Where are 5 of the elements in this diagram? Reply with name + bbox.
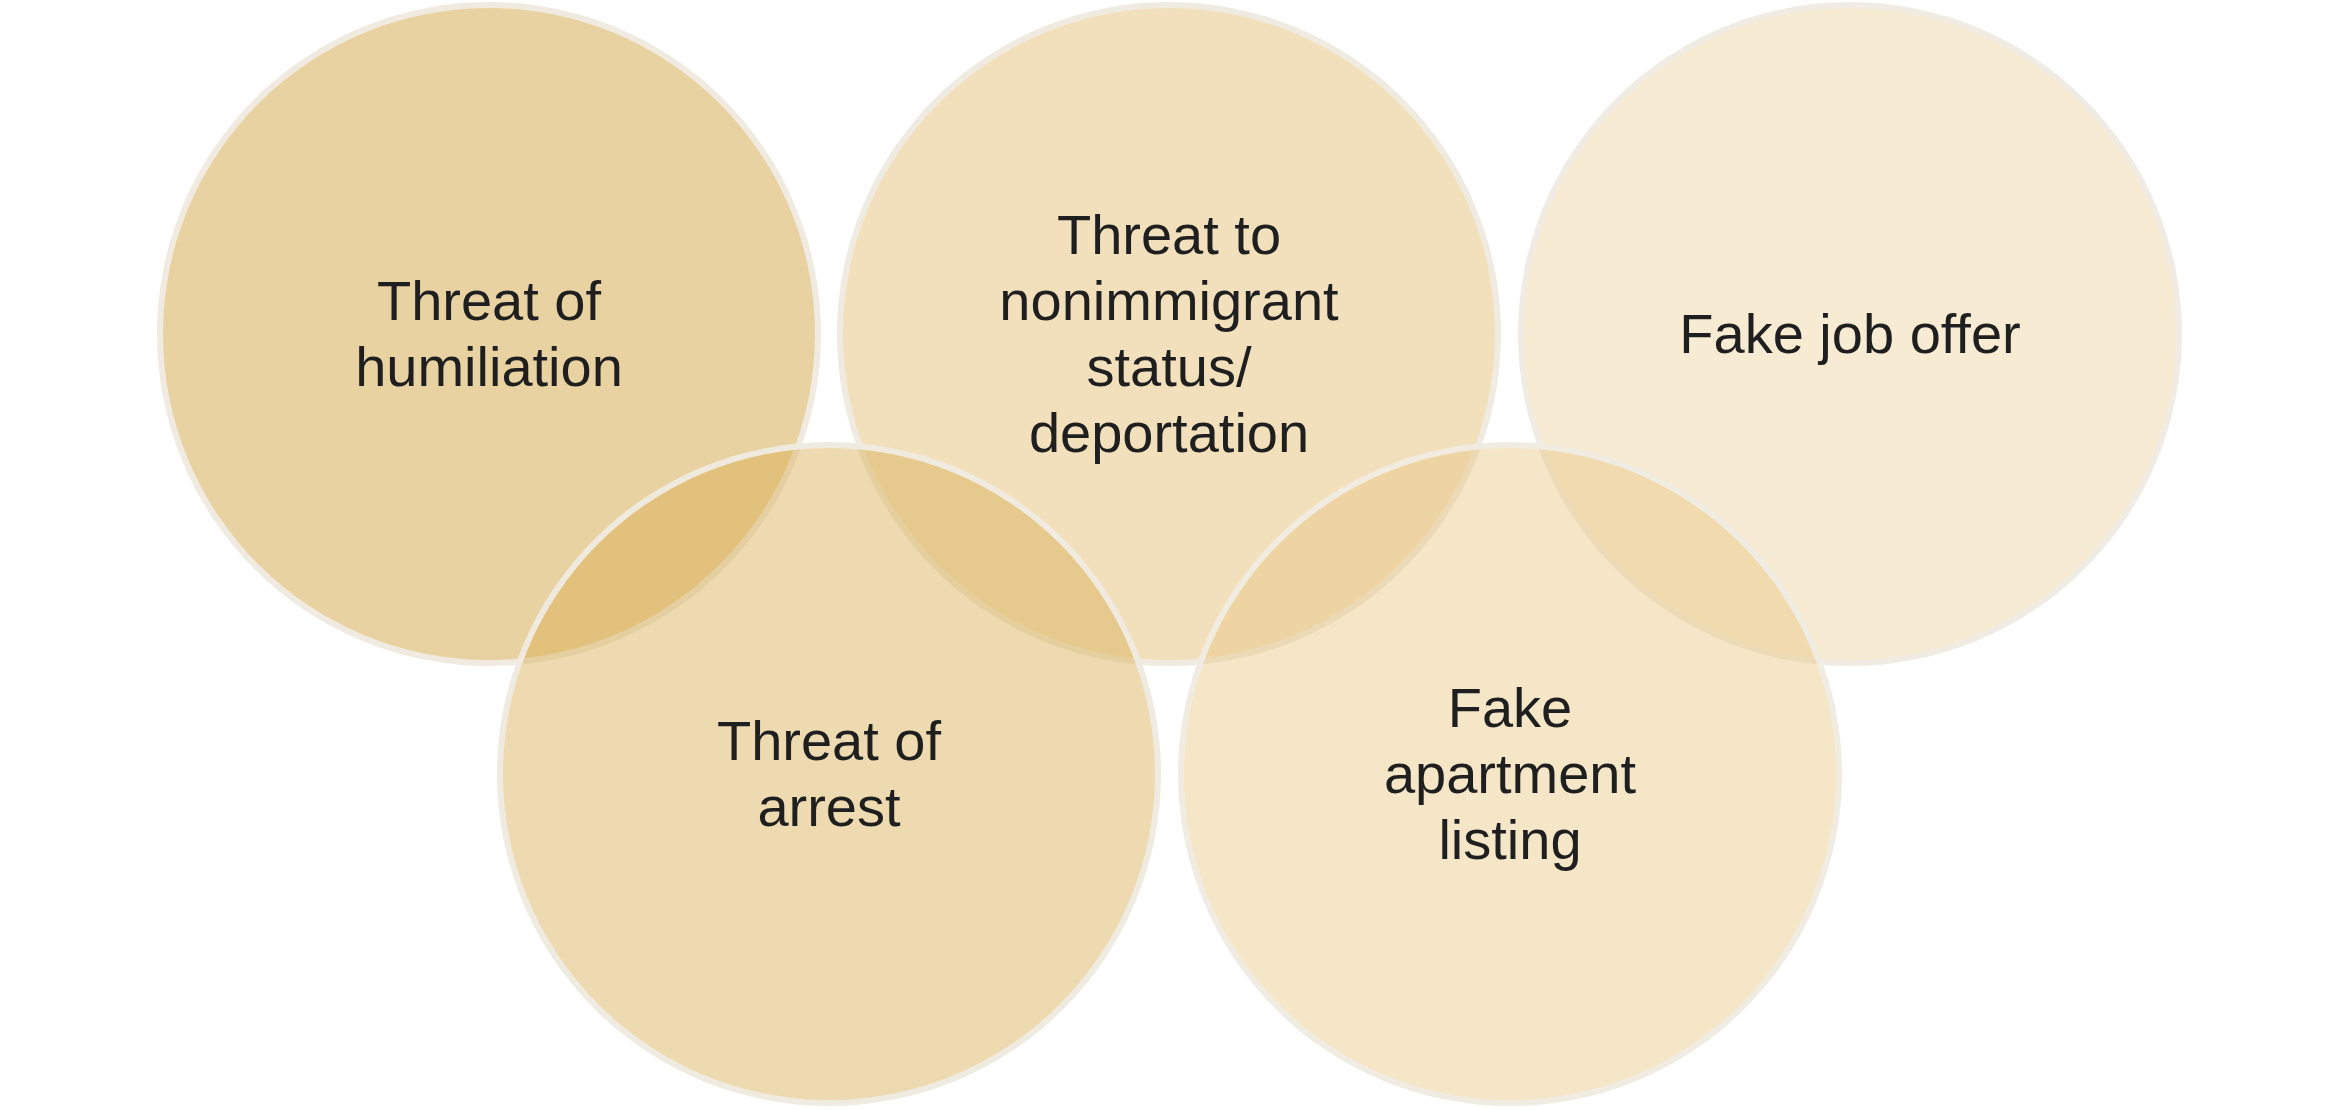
circle-label: Fake apartment listing (1382, 674, 1638, 874)
circle-label: Threat of arrest (715, 707, 943, 840)
circle-label: Threat of humiliation (354, 267, 624, 400)
circle-label: Fake job offer (1678, 300, 2022, 367)
circle-label: Threat to nonimmigrant status/ deportation (998, 201, 1340, 467)
